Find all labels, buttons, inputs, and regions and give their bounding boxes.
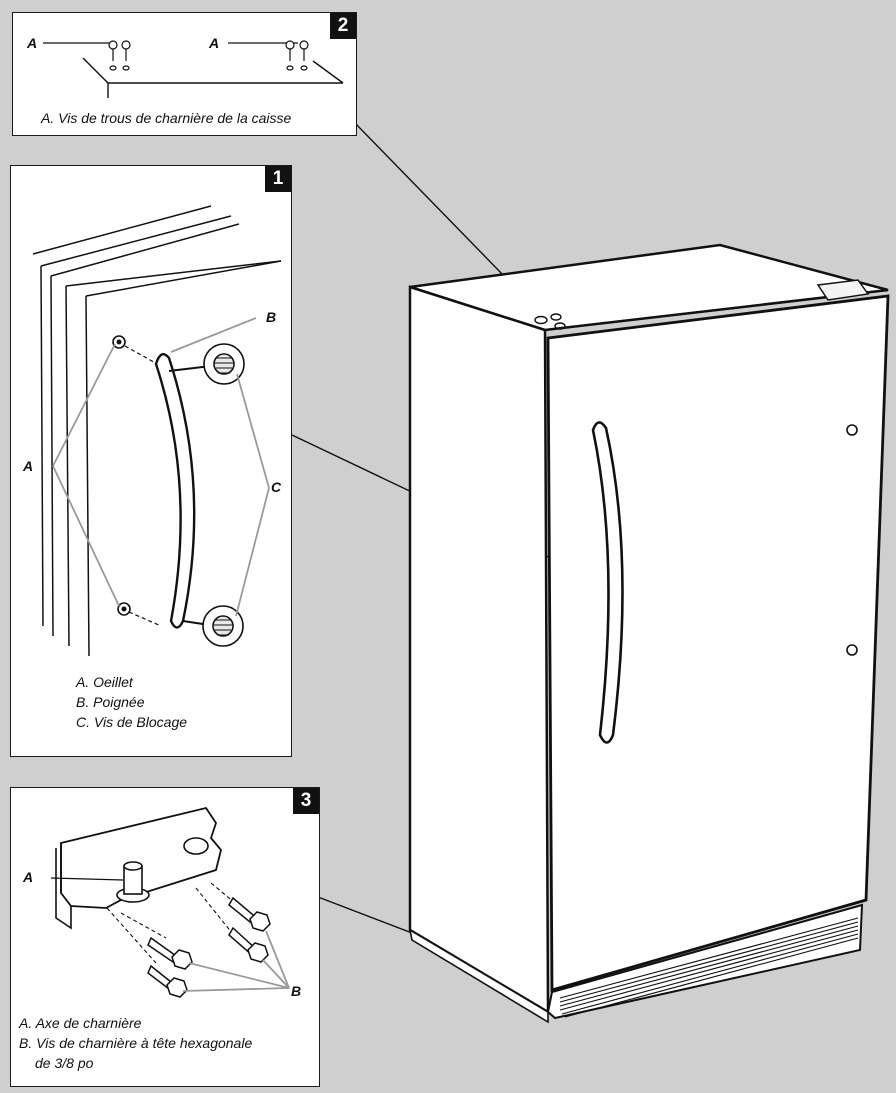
label-b: B (291, 983, 302, 999)
label-a: A (23, 869, 34, 885)
hinge-hole (550, 313, 562, 321)
label-b: B (266, 309, 277, 325)
panel-number-2: 2 (330, 13, 356, 39)
panel-3-legend-b-cont: de 3/8 po (35, 1055, 94, 1071)
freezer-door (546, 294, 890, 992)
panel-3-legend-a: A. Axe de charnière (19, 1015, 142, 1031)
base-grille (559, 917, 859, 1018)
panel-1-legend-c: C. Vis de Blocage (76, 714, 188, 730)
freezer-side (408, 285, 550, 1015)
door-hole-lower (846, 644, 858, 656)
freezer-base (546, 903, 864, 1020)
label-c: C (271, 479, 282, 495)
door-handle (591, 421, 624, 744)
handle-diagram (32, 205, 282, 657)
panel-number-3: 3 (293, 788, 319, 814)
label-a-left: A (27, 35, 38, 51)
panel-2-caption: A. Vis de trous de charnière de la caiss… (41, 110, 292, 126)
panel-number-1: 1 (265, 166, 291, 192)
panel-1-legend-b: B. Poignée (76, 694, 145, 710)
panel-1-handle: 1 A B (10, 165, 292, 757)
hinge-hole (534, 315, 548, 325)
hinge-pin-diagram (50, 806, 290, 998)
hinge-hole (554, 322, 566, 330)
panel-2-hinge-holes: 2 A A A. Vis de trous de charnière de la… (12, 12, 357, 136)
panel-3-legend-b: B. Vis de charnière à tête hexagonale (19, 1035, 253, 1051)
door-hole-upper (846, 424, 858, 436)
label-a: A (23, 458, 34, 474)
panel-3-hinge: 3 A B A. Axe d (10, 787, 320, 1087)
top-hinge (816, 279, 870, 301)
hinge-screws-diagram (43, 40, 344, 98)
label-a-right: A (209, 35, 220, 51)
panel-1-legend-a: A. Oeillet (76, 674, 133, 690)
